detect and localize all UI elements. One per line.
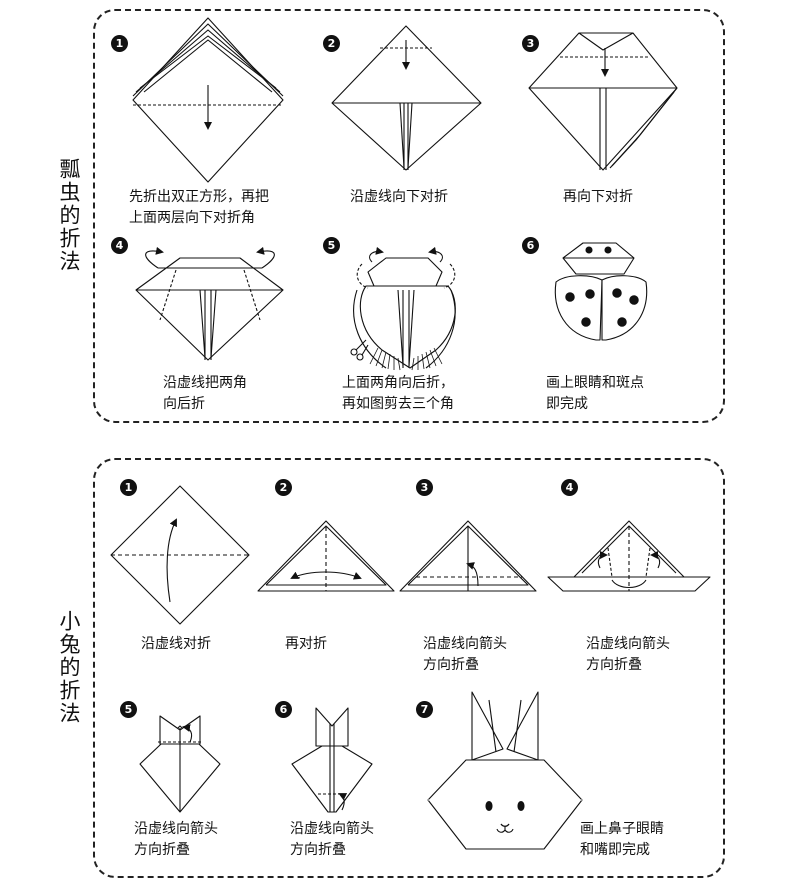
rabbit-step-4-badge: 4 (561, 479, 578, 496)
rabbit-step-4-caption: 沿虚线向箭头 方向折叠 (586, 636, 670, 673)
rabbit-title: 小兔的折法 (57, 610, 81, 725)
rabbit-step-2-figure (258, 521, 394, 591)
rabbit-step-1-caption: 沿虚线对折 (141, 636, 211, 652)
ladybug-section (93, 9, 725, 423)
rabbit-step-1-figure (111, 486, 249, 624)
ladybug-step-4-caption: 沿虚线把两角 向后折 (163, 375, 247, 412)
ladybug-title: 瓢虫的折法 (57, 158, 81, 273)
ladybug-step-1-figure (133, 18, 283, 182)
ladybug-step-6-figure (555, 243, 646, 340)
ladybug-step-5-badge: 5 (323, 237, 340, 254)
ladybug-step-4-figure (136, 246, 283, 360)
rabbit-step-7-caption: 画上鼻子眼睛 和嘴即完成 (580, 821, 664, 858)
ladybug-step-2-figure (332, 26, 481, 170)
rabbit-step-1-badge: 1 (120, 479, 137, 496)
rabbit-step-5-figure (140, 716, 220, 812)
ladybug-step-6-caption: 画上眼睛和斑点 即完成 (546, 375, 644, 412)
ladybug-step-5-caption: 上面两角向后折， 再如图剪去三个角 (342, 375, 454, 412)
ladybug-step-5-figure (351, 246, 455, 370)
rabbit-step-2-caption: 再对折 (285, 636, 327, 652)
rabbit-step-3-badge: 3 (416, 479, 433, 496)
rabbit-step-4-figure (548, 521, 710, 591)
ladybug-step-1-caption: 先折出双正方形，再把 上面两层向下对折角 (129, 189, 269, 226)
ladybug-step-4-badge: 4 (111, 237, 128, 254)
rabbit-section (93, 458, 725, 878)
rabbit-step-3-caption: 沿虚线向箭头 方向折叠 (423, 636, 507, 673)
ladybug-step-3-figure (529, 33, 677, 170)
ladybug-step-2-caption: 沿虚线向下对折 (350, 189, 448, 205)
rabbit-step-7-badge: 7 (416, 701, 433, 718)
rabbit-step-6-caption: 沿虚线向箭头 方向折叠 (290, 821, 374, 858)
ladybug-step-2-badge: 2 (323, 35, 340, 52)
rabbit-step-6-figure (292, 708, 372, 812)
rabbit-step-2-badge: 2 (275, 479, 292, 496)
ladybug-step-3-badge: 3 (522, 35, 539, 52)
rabbit-step-5-badge: 5 (120, 701, 137, 718)
rabbit-step-5-caption: 沿虚线向箭头 方向折叠 (134, 821, 218, 858)
ladybug-step-1-badge: 1 (111, 35, 128, 52)
rabbit-step-3-figure (400, 521, 536, 591)
ladybug-step-3-caption: 再向下对折 (563, 189, 633, 205)
ladybug-step-6-badge: 6 (522, 237, 539, 254)
scissors-icon (351, 340, 368, 360)
rabbit-step-7-figure (428, 692, 582, 849)
rabbit-step-6-badge: 6 (275, 701, 292, 718)
